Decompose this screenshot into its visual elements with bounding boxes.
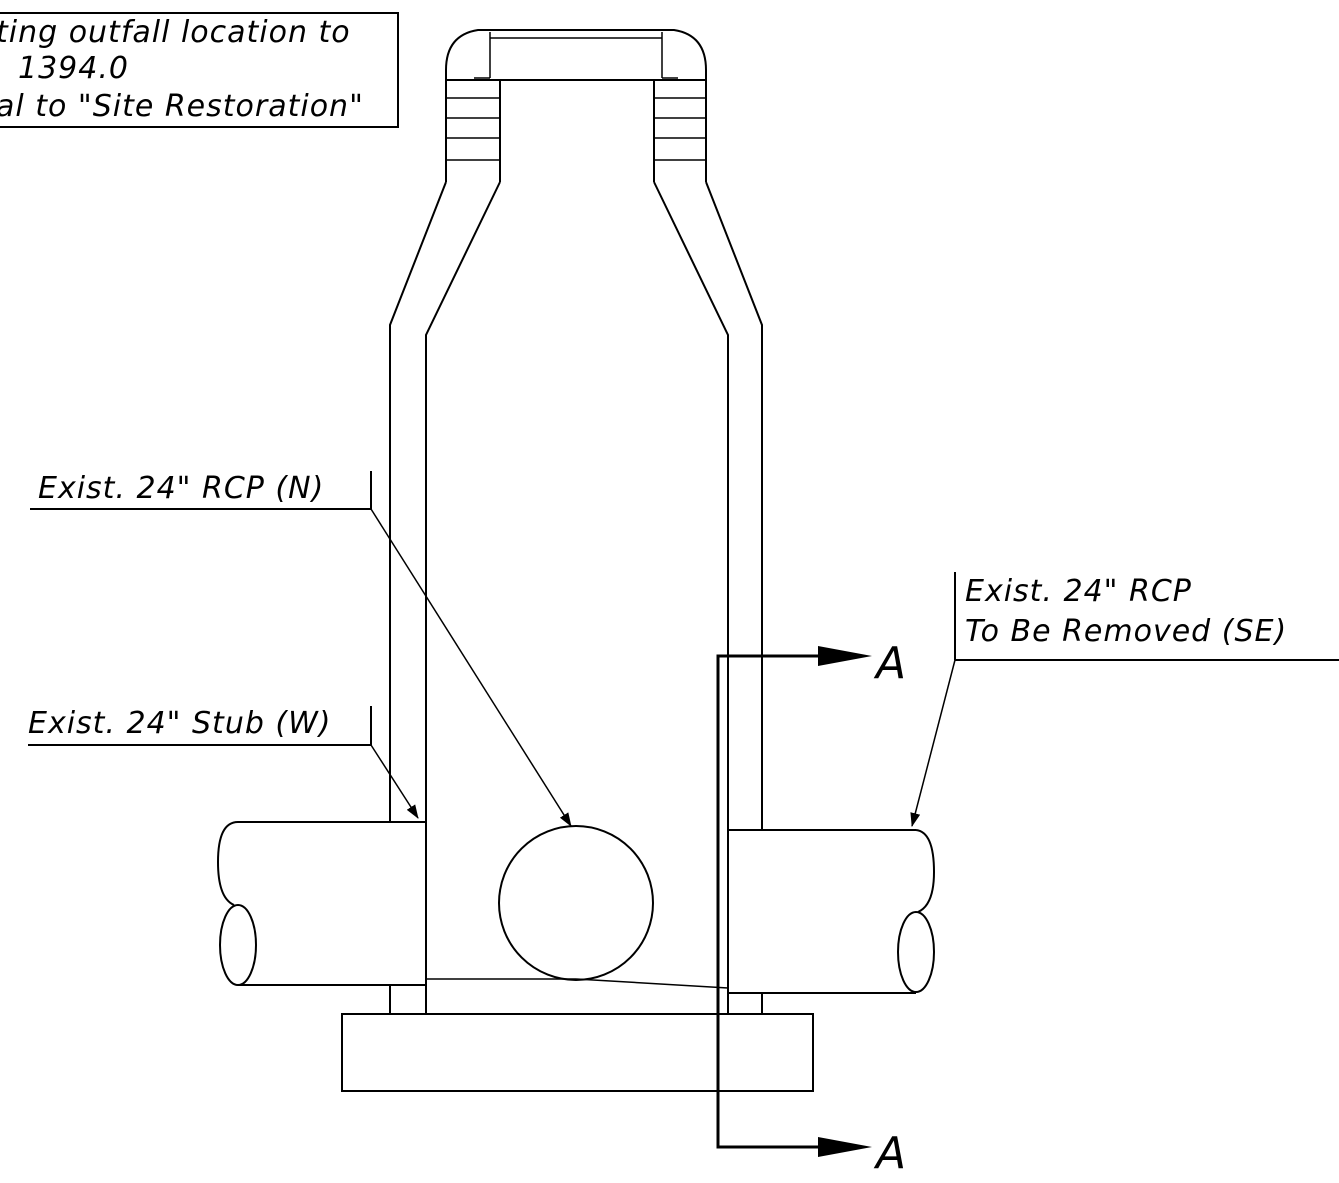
west-stub-pipe <box>216 821 426 986</box>
north-pipe-opening <box>498 825 654 981</box>
callout-se-pipe-text-1: Exist. 24" RCP <box>965 574 1192 609</box>
callout-se-pipe-text-2: To Be Removed (SE) <box>965 614 1287 649</box>
manhole-frame <box>445 29 707 182</box>
note-line-3: al to "Site Restoration" <box>0 89 364 124</box>
callout-north-pipe-text: Exist. 24" RCP (N) <box>38 471 324 506</box>
section-label-bottom: A <box>873 1128 906 1179</box>
manhole-structure <box>341 181 814 1092</box>
note-box: ting outfall location to 1394.0 al to "S… <box>0 12 399 128</box>
callout-west-stub-text: Exist. 24" Stub (W) <box>28 706 332 741</box>
callout-se-pipe: Exist. 24" RCP To Be Removed (SE) <box>910 572 1339 827</box>
callout-north-pipe: Exist. 24" RCP (N) <box>30 471 572 827</box>
callout-west-stub: Exist. 24" Stub (W) <box>28 706 419 819</box>
section-arrow-top <box>818 646 872 666</box>
se-pipe <box>728 829 936 994</box>
note-line-2: 1394.0 <box>18 51 129 86</box>
section-label-top: A <box>873 638 906 689</box>
section-arrow-bottom <box>818 1137 872 1157</box>
section-cut-line: A A <box>716 638 906 1179</box>
note-line-1: ting outfall location to <box>0 15 351 50</box>
